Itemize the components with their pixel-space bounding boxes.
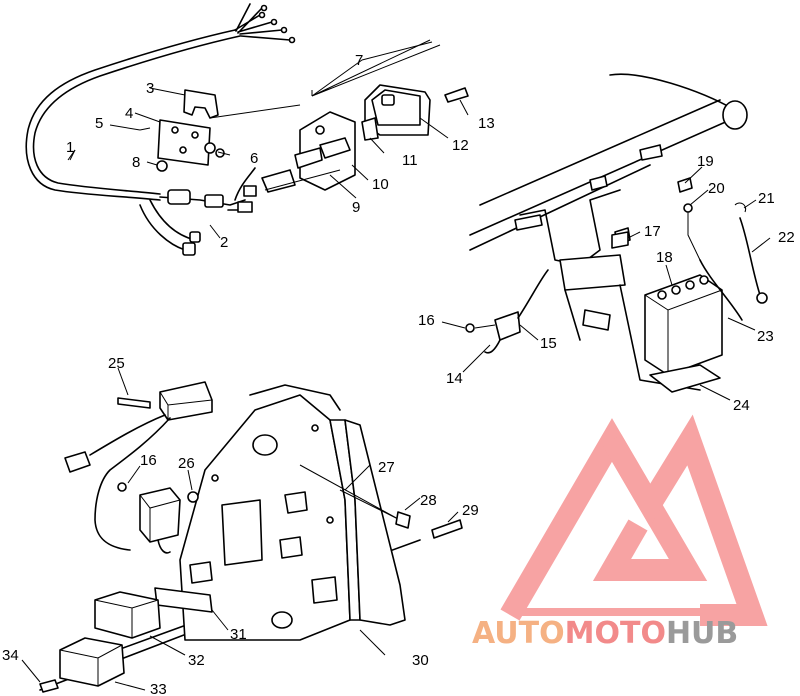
callout-19: 19: [697, 153, 714, 170]
leader-lines: [21, 87, 771, 691]
callout-33: 33: [150, 681, 167, 696]
callout-27: 27: [378, 459, 395, 476]
callout-30: 30: [412, 652, 429, 669]
callout-21: 21: [758, 190, 775, 207]
callout-8: 8: [132, 154, 140, 171]
callout-23: 23: [757, 328, 774, 345]
callout-15: 15: [540, 335, 557, 352]
watermark-logo: [500, 414, 768, 626]
callout-1: 1: [66, 139, 74, 156]
callout-11: 11: [402, 152, 418, 169]
callout-9: 9: [352, 199, 360, 216]
taillight-assembly: [261, 39, 469, 193]
callout-32: 32: [188, 652, 205, 669]
callout-13: 13: [478, 115, 495, 132]
svg-text:AUTOMOTOHUB: AUTOMOTOHUB: [472, 616, 738, 651]
callout-4: 4: [125, 105, 133, 122]
callout-20: 20: [708, 180, 725, 197]
frame-and-battery: [465, 73, 768, 393]
callout-17: 17: [644, 223, 661, 240]
callout-34: 34: [2, 647, 19, 664]
callout-28: 28: [420, 492, 437, 509]
watermark-hub: HUB: [666, 616, 738, 651]
callout-18: 18: [656, 249, 673, 266]
watermark-text: AUTOMOTOHUB: [472, 616, 738, 651]
callout-25: 25: [108, 355, 125, 372]
callout-3: 3: [146, 80, 154, 97]
callout-26: 26: [178, 455, 195, 472]
callout-16-relay: 16: [418, 312, 435, 329]
callout-2: 2: [220, 234, 228, 251]
taillight-bracket: [139, 89, 301, 172]
callout-5: 5: [95, 115, 103, 132]
watermark-moto: MOTO: [565, 616, 666, 651]
callout-14: 14: [446, 370, 463, 387]
callout-12: 12: [452, 137, 469, 154]
callout-10: 10: [372, 176, 389, 193]
callout-labels: 1 2 3 4 5 6 7 8 9 10 11 12 13 14 15 16 1…: [2, 52, 795, 696]
wiring-harness-assembly: [25, 3, 296, 256]
callout-24: 24: [733, 397, 750, 414]
callout-7: 7: [355, 52, 363, 69]
callout-16-coil: 16: [140, 452, 157, 469]
electrical-panel-assembly: [39, 381, 463, 693]
callout-6: 6: [250, 150, 258, 167]
callout-31: 31: [230, 626, 247, 643]
watermark-auto: AUTO: [472, 616, 565, 651]
callout-22: 22: [778, 229, 795, 246]
callout-29: 29: [462, 502, 479, 519]
